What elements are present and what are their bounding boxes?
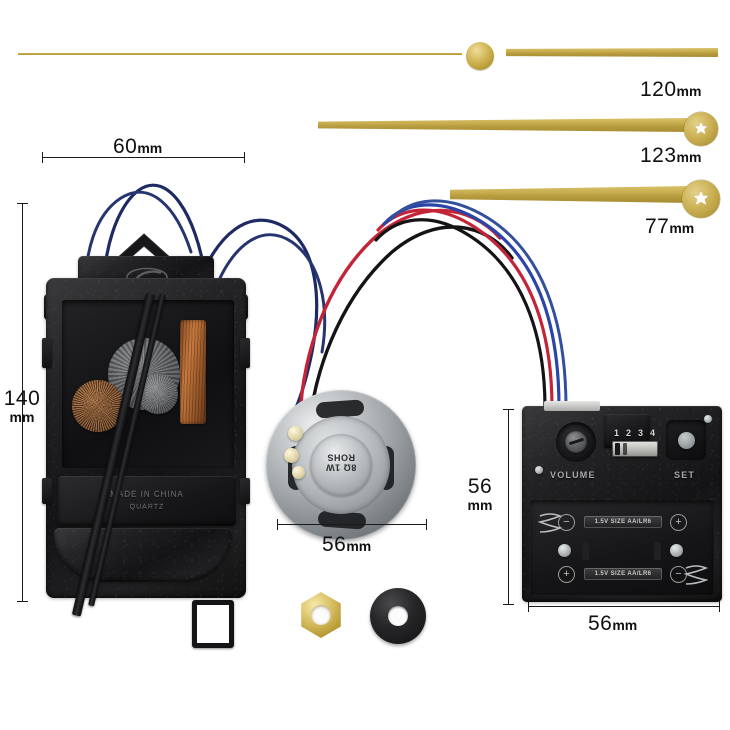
brass-nut-hole — [311, 605, 331, 625]
speaker-impedance: 8Ω — [343, 462, 357, 473]
dim-hour-hand: 77mm — [645, 216, 694, 237]
dim-movement-width-unit: mm — [137, 140, 163, 156]
coil-winding-texture — [180, 320, 206, 424]
switch-position-4: 4 — [650, 428, 656, 438]
dim-minute-hand: 123mm — [640, 145, 701, 166]
battery-contact-right — [670, 544, 683, 557]
dim-speaker-unit: mm — [346, 538, 372, 554]
module-screw-midleft — [535, 466, 543, 474]
battery-spring-1 — [538, 513, 562, 533]
rubber-washer-hole — [388, 606, 408, 626]
dim-movement-height-unit: mm — [9, 409, 35, 426]
dim-rule-movement-width — [42, 152, 245, 163]
battery-2-minus: − — [670, 566, 687, 583]
battery-label-2: 1.5V SIZE AA/LR6 — [584, 568, 662, 580]
battery-divider-left — [582, 542, 589, 560]
hour-hand-shaft — [450, 186, 690, 203]
dim-movement-width: 60mm — [113, 136, 162, 157]
battery-1-plus: + — [670, 514, 687, 531]
second-hand — [18, 36, 718, 70]
battery-divider-right — [654, 542, 661, 560]
module-screw-topright — [704, 415, 712, 423]
dim-module-width-value: 56 — [588, 612, 613, 635]
rubber-washer — [370, 588, 426, 644]
switch-position-2: 2 — [626, 428, 632, 438]
speaker-terminal-3 — [292, 466, 305, 479]
set-label: SET — [674, 470, 696, 480]
battery-2-plus: + — [558, 566, 575, 583]
volume-label: VOLUME — [550, 470, 596, 480]
speaker: 8Ω 1W ROHS — [266, 390, 416, 540]
brass-hex-nut — [298, 592, 344, 638]
movement-tab-right-bottom — [240, 478, 250, 504]
dim-module-height-value: 56 — [467, 475, 493, 498]
movement-tab-left-bottom — [42, 478, 52, 504]
module-wire-collar — [544, 401, 600, 411]
battery-spring-2 — [684, 565, 708, 585]
hour-hand — [450, 178, 720, 218]
module-wire-blue-2 — [388, 199, 568, 410]
dim-hour-hand-value: 77 — [645, 215, 670, 238]
second-hand-tail — [506, 48, 718, 57]
module-control-panel: VOLUME 1 2 3 4 SET — [526, 410, 718, 494]
pendulum-hook — [192, 600, 234, 648]
battery-label-1: 1.5V SIZE AA/LR6 — [584, 516, 662, 528]
minute-hand — [318, 108, 720, 146]
dim-speaker-diameter: 56mm — [322, 534, 371, 555]
dim-rule-movement-height — [17, 203, 28, 602]
speaker-dome — [310, 434, 372, 496]
module-wire-blue-1 — [382, 203, 561, 410]
dim-second-hand-unit: mm — [676, 83, 702, 99]
dim-module-height-unit: mm — [467, 497, 493, 514]
movement-gear-window — [62, 300, 234, 468]
movement-emboss-text: MADE IN CHINA — [110, 490, 184, 499]
dim-second-hand-value: 120 — [640, 78, 677, 101]
movement-tab-right-top — [240, 338, 250, 368]
dim-movement-width-value: 60 — [113, 135, 138, 158]
speaker-terminal-1 — [288, 426, 303, 441]
battery-compartment: 1.5V SIZE AA/LR6 − + 1.5V SIZE AA/LR6 + … — [530, 500, 714, 596]
dim-minute-hand-unit: mm — [676, 149, 702, 165]
switch-position-1: 1 — [614, 428, 620, 438]
dim-module-width-unit: mm — [612, 617, 638, 633]
dim-minute-hand-value: 123 — [640, 144, 677, 167]
melody-switch-lever[interactable] — [615, 443, 620, 455]
dim-speaker-value: 56 — [322, 533, 347, 556]
clock-movement: CNLOT — [40, 232, 252, 648]
speaker-power: 1W — [325, 462, 341, 473]
battery-1-minus: − — [558, 514, 575, 531]
movement-emboss-small: QUARTZ — [129, 504, 165, 511]
set-button[interactable] — [678, 432, 695, 449]
battery-contact-left — [558, 544, 571, 557]
minute-hand-shaft — [318, 118, 692, 132]
speaker-terminal-2 — [284, 448, 299, 463]
dim-second-hand: 120mm — [640, 79, 701, 100]
dim-module-width: 56mm — [588, 613, 637, 634]
switch-position-3: 3 — [638, 428, 644, 438]
second-hand-needle — [18, 53, 462, 55]
second-hand-hub — [466, 42, 494, 70]
movement-chassis: MADE IN CHINA QUARTZ — [42, 278, 250, 598]
movement-lower-shelf: MADE IN CHINA QUARTZ — [58, 476, 236, 526]
dim-rule-module-height — [503, 409, 514, 605]
speaker-rohs: ROHS — [327, 452, 356, 463]
speaker-spec-text: 8Ω 1W ROHS — [314, 452, 368, 473]
control-module: VOLUME 1 2 3 4 SET 1.5V SIZE AA/LR6 − + — [522, 401, 722, 602]
module-wire-black — [374, 218, 547, 410]
movement-coil — [180, 320, 206, 424]
dim-hour-hand-unit: mm — [669, 220, 695, 236]
dim-movement-height-value: 140 — [3, 387, 41, 410]
module-wire-red — [376, 208, 554, 410]
movement-tab-left-top — [42, 338, 52, 368]
dim-module-height: 56 mm — [456, 475, 504, 514]
dim-movement-height: 140 mm — [0, 387, 44, 426]
dim-rule-speaker — [277, 519, 427, 530]
dim-rule-module-width — [528, 601, 720, 612]
melody-switch-lever-2 — [623, 443, 627, 455]
